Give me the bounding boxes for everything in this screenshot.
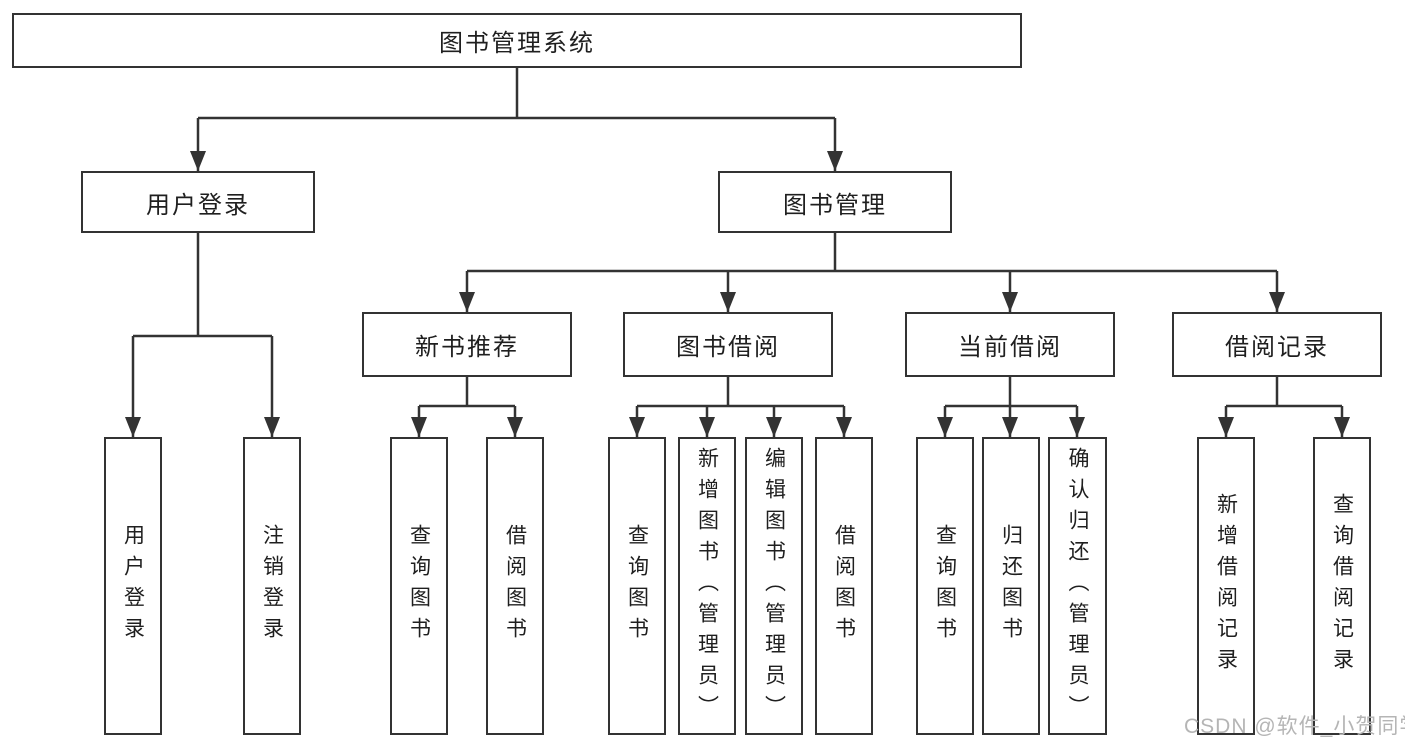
leaf-borrow-book: 借阅图书: [815, 437, 873, 735]
leaf-borrow-book-recommend-label: 借阅图书: [503, 524, 527, 648]
leaf-add-book-admin-label: 新增图书（管理员）: [695, 446, 719, 726]
leaf-add-borrow-record-label: 新增借阅记录: [1214, 493, 1238, 679]
node-book-management-label: 图书管理: [783, 191, 887, 219]
node-user-login: 用户登录: [81, 171, 315, 233]
leaf-confirm-return-admin: 确认归还（管理员）: [1048, 437, 1107, 735]
leaf-borrow-book-label: 借阅图书: [832, 524, 856, 648]
node-new-book-recommendation: 新书推荐: [362, 312, 572, 377]
leaf-edit-book-admin: 编辑图书（管理员）: [745, 437, 803, 735]
leaf-query-book-recommend-label: 查询图书: [407, 524, 431, 648]
node-borrowing-records-label: 借阅记录: [1225, 334, 1329, 361]
leaf-query-borrow-record-label: 查询借阅记录: [1330, 493, 1354, 679]
leaf-return-book: 归还图书: [982, 437, 1040, 735]
leaf-user-login-label: 用户登录: [121, 524, 145, 648]
leaf-add-book-admin: 新增图书（管理员）: [678, 437, 736, 735]
leaf-edit-book-admin-label: 编辑图书（管理员）: [762, 446, 786, 726]
node-current-borrowing: 当前借阅: [905, 312, 1115, 377]
leaf-confirm-return-admin-label: 确认归还（管理员）: [1066, 446, 1090, 726]
node-root-library-system: 图书管理系统: [12, 13, 1022, 68]
node-book-management: 图书管理: [718, 171, 952, 233]
leaf-query-book-current: 查询图书: [916, 437, 974, 735]
node-new-book-recommendation-label: 新书推荐: [415, 334, 519, 361]
leaf-query-book-borrow: 查询图书: [608, 437, 666, 735]
leaf-query-borrow-record: 查询借阅记录: [1313, 437, 1371, 735]
node-book-borrowing-label: 图书借阅: [676, 334, 780, 361]
csdn-watermark: CSDN @软件_小贺同学: [1184, 715, 1405, 738]
node-borrowing-records: 借阅记录: [1172, 312, 1382, 377]
leaf-logout: 注销登录: [243, 437, 301, 735]
leaf-logout-label: 注销登录: [260, 524, 284, 648]
node-root-label: 图书管理系统: [439, 30, 595, 57]
node-user-login-label: 用户登录: [146, 191, 250, 219]
leaf-borrow-book-recommend: 借阅图书: [486, 437, 544, 735]
leaf-query-book-current-label: 查询图书: [933, 524, 957, 648]
node-current-borrowing-label: 当前借阅: [958, 334, 1062, 361]
leaf-add-borrow-record: 新增借阅记录: [1197, 437, 1255, 735]
arrowheads: [125, 151, 1350, 437]
node-book-borrowing: 图书借阅: [623, 312, 833, 377]
leaf-user-login: 用户登录: [104, 437, 162, 735]
leaf-return-book-label: 归还图书: [999, 524, 1023, 648]
leaf-query-book-recommend: 查询图书: [390, 437, 448, 735]
leaf-query-book-borrow-label: 查询图书: [625, 524, 649, 648]
